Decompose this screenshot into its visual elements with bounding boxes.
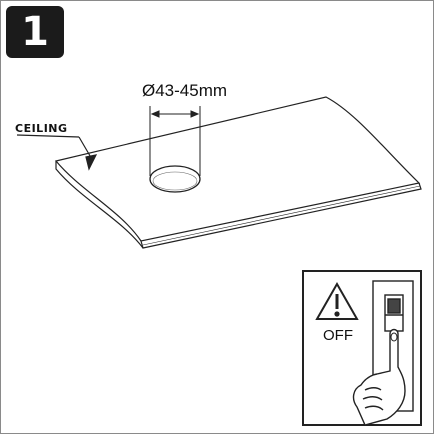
step-badge: 1 [6,6,64,58]
ceiling-arrow-head [85,154,98,171]
ceiling-hole [149,165,201,193]
ceiling-pointer [16,134,98,171]
hole-diameter-label: Ø43-45mm [142,81,228,100]
warning-triangle-icon [315,281,359,320]
power-off-label: OFF [323,327,353,344]
dimension-arrow-left [150,110,160,118]
hand-icon [352,328,406,426]
step-number: 1 [21,9,49,55]
ceiling-label: CEILING [15,122,68,135]
dimension-arrow-right [190,110,200,118]
diameter-dimension [149,106,201,176]
ceiling-surface [54,96,421,242]
ceiling-panel [54,96,422,249]
ceiling-thickness-left [55,161,144,249]
